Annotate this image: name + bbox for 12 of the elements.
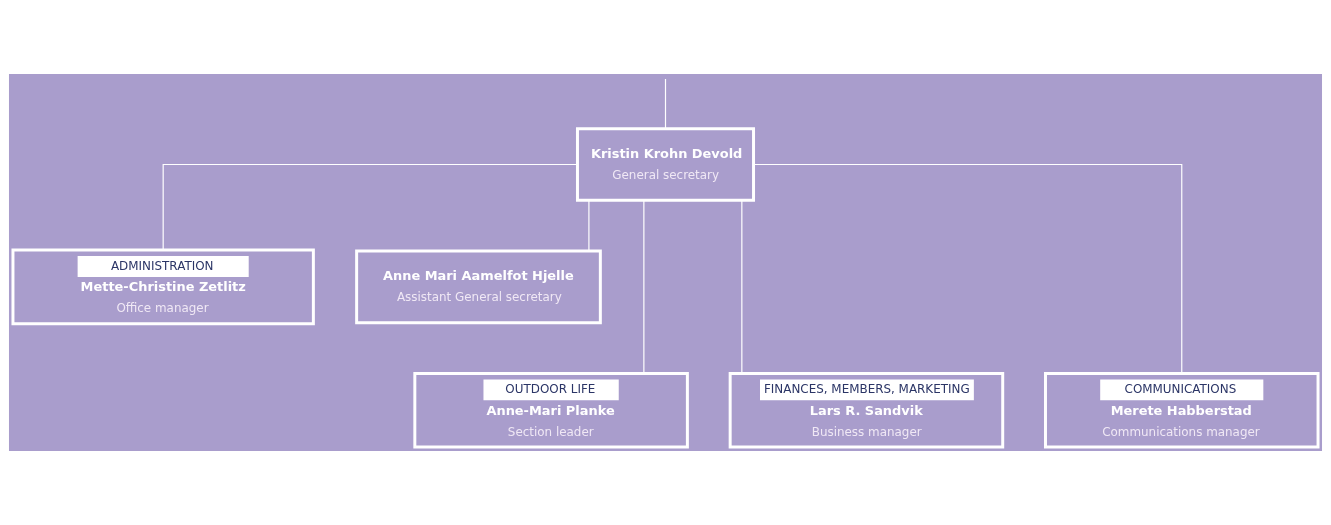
connector bbox=[741, 199, 743, 374]
connector bbox=[588, 199, 590, 252]
node-box: Anne Mari Aamelfot Hjelle Assistant General secretary bbox=[355, 249, 602, 325]
node-box: ADMINISTRATION Mette-Christine Zetlitz Office manager bbox=[11, 248, 315, 326]
node-box: Kristin Krohn Devold General secretary bbox=[576, 127, 755, 202]
connector bbox=[162, 163, 579, 251]
node-box: COMMUNICATIONS Merete Habberstad Communications manager bbox=[1044, 371, 1320, 449]
connector bbox=[643, 199, 645, 374]
node-box: OUTDOOR LIFE Anne-Mari Planke Section leader bbox=[413, 371, 689, 449]
node-box: FINANCES, MEMBERS, MARKETING Lars R. Sandvik Business manager bbox=[728, 371, 1005, 449]
connector bbox=[753, 163, 1183, 374]
connector bbox=[664, 78, 667, 129]
